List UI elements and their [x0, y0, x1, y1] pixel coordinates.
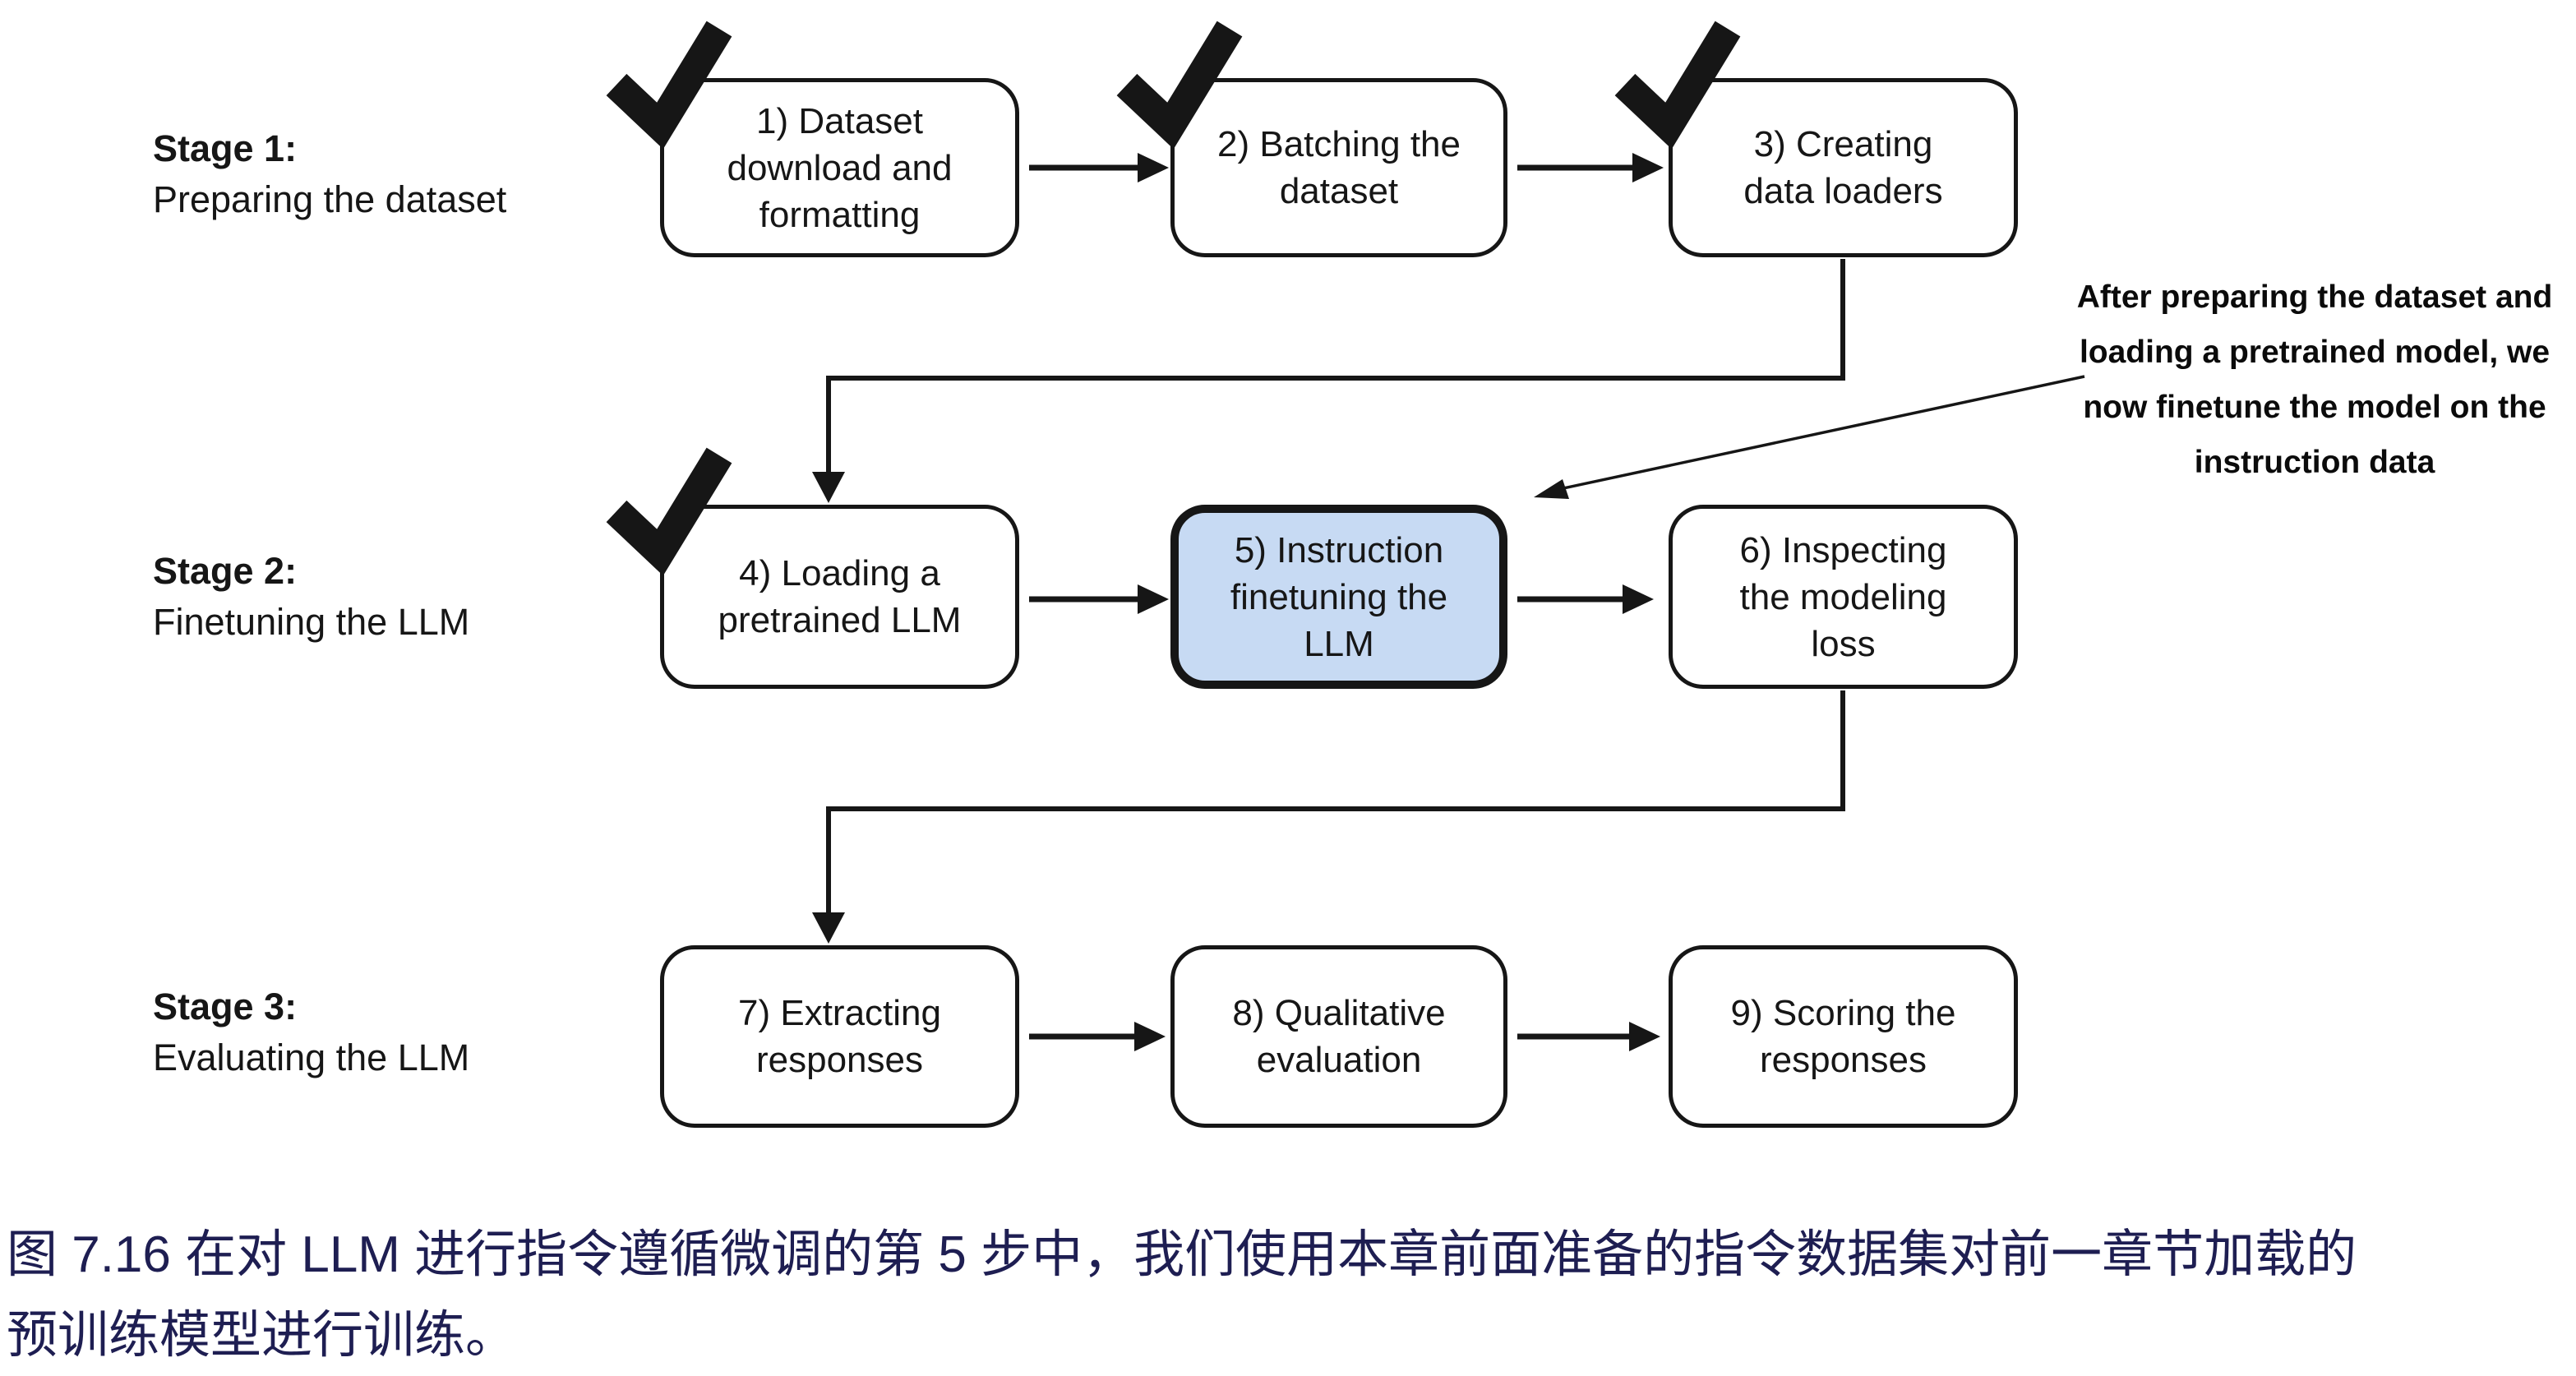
box-inspecting-modeling-loss-label: 6) Inspecting the modeling loss	[1739, 529, 1947, 664]
box-qualitative-evaluation-label: 8) Qualitative evaluation	[1232, 993, 1446, 1080]
box-loading-pretrained-llm: 4) Loading a pretrained LLM	[660, 505, 1019, 689]
stage-3-label: Stage 3: Evaluating the LLM	[153, 981, 469, 1083]
stage-3-title: Stage 3:	[153, 986, 298, 1027]
box-instruction-finetuning-llm: 5) Instruction finetuning the LLM	[1170, 505, 1507, 689]
flow-arrow-1-2	[1029, 153, 1169, 182]
box-creating-data-loaders: 3) Creating data loaders	[1669, 78, 2018, 257]
connector-6-7	[812, 690, 1845, 944]
box-extracting-responses-label: 7) Extracting responses	[738, 993, 941, 1080]
box-qualitative-evaluation: 8) Qualitative evaluation	[1170, 945, 1507, 1128]
annotation-arrow	[1534, 375, 2085, 499]
stage-1-label: Stage 1: Preparing the dataset	[153, 123, 506, 225]
stage-3-subtitle: Evaluating the LLM	[153, 1037, 470, 1078]
box-scoring-responses-label: 9) Scoring the responses	[1730, 993, 1956, 1080]
flow-arrow-8-9	[1517, 1022, 1660, 1051]
flow-arrow-7-8	[1029, 1022, 1166, 1051]
box-instruction-finetuning-llm-label: 5) Instruction finetuning the LLM	[1230, 529, 1448, 664]
box-extracting-responses: 7) Extracting responses	[660, 945, 1019, 1128]
box-inspecting-modeling-loss: 6) Inspecting the modeling loss	[1669, 505, 2018, 689]
stage-2-title: Stage 2:	[153, 550, 298, 592]
stage-1-subtitle: Preparing the dataset	[153, 178, 507, 220]
box-scoring-responses: 9) Scoring the responses	[1669, 945, 2018, 1128]
stage-2-subtitle: Finetuning the LLM	[153, 601, 470, 643]
flow-arrow-4-5	[1029, 584, 1169, 614]
box-dataset-download: 1) Dataset download and formatting	[660, 78, 1019, 257]
flow-arrow-2-3	[1517, 153, 1664, 182]
figure-caption: 图 7.16 在对 LLM 进行指令遵循微调的第 5 步中，我们使用本章前面准备…	[7, 1226, 2357, 1364]
flow-arrow-5-6	[1517, 584, 1654, 614]
box-loading-pretrained-llm-label: 4) Loading a pretrained LLM	[718, 553, 962, 640]
box-batching-dataset-label: 2) Batching the dataset	[1217, 124, 1461, 211]
box-batching-dataset: 2) Batching the dataset	[1170, 78, 1507, 257]
box-dataset-download-label: 1) Dataset download and formatting	[727, 100, 953, 235]
connector-3-4	[812, 259, 1845, 503]
stage-2-label: Stage 2: Finetuning the LLM	[153, 546, 469, 648]
stage-1-title: Stage 1:	[153, 127, 298, 169]
annotation-note: After preparing the dataset and loading …	[2076, 279, 2553, 480]
box-creating-data-loaders-label: 3) Creating data loaders	[1743, 124, 1943, 211]
